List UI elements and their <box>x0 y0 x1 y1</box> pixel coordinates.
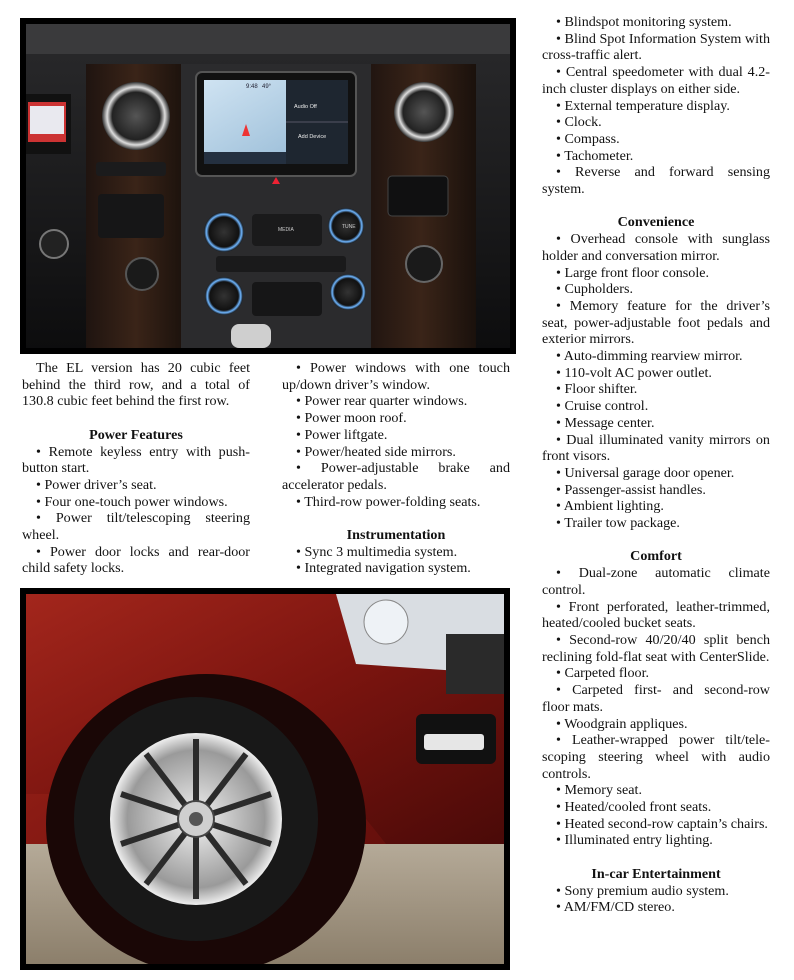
list-item: Passenger-assist handles. <box>542 482 770 499</box>
list-item: Auto-dimming rearview mirror. <box>542 348 770 365</box>
list-item: AM/FM/CD stereo. <box>542 899 770 916</box>
list-item: Power rear quarter windows. <box>282 393 510 410</box>
list-item: Overhead console with sunglass holder an… <box>542 231 770 264</box>
list-item: Dual-zone automatic climate control. <box>542 565 770 598</box>
list-item: Leather-wrapped power tilt/tele-scoping … <box>542 732 770 782</box>
list-item: Power driver’s seat. <box>22 477 250 494</box>
list-item: Sync 3 multimedia system. <box>282 544 510 561</box>
middle-column: Power windows with one touch up/down dri… <box>282 360 510 577</box>
list-item: Second-row 40/20/40 split bench reclinin… <box>542 632 770 665</box>
list-item: Sony premium audio system. <box>542 883 770 900</box>
list-item: Dual illuminated vanity mirrors on front… <box>542 432 770 465</box>
convenience-heading: Convenience <box>617 214 695 231</box>
list-item: External temperature display. <box>542 98 770 115</box>
list-item: Power door locks and rear-door child saf… <box>22 544 250 577</box>
screen-time: 9:48 <box>246 84 258 90</box>
right-column: Blindspot monitoring system. Blind Spot … <box>542 14 770 916</box>
list-item: Cupholders. <box>542 281 770 298</box>
power-features-heading: Power Features <box>89 426 183 443</box>
list-item: Power-adjustable brake and accelerator p… <box>282 460 510 493</box>
list-item: Blind Spot Information System with cross… <box>542 31 770 64</box>
wheel-photo <box>20 588 510 970</box>
comfort-heading: Comfort <box>630 548 682 565</box>
entertainment-heading: In-car Entertainment <box>591 865 721 882</box>
list-item: Message center. <box>542 415 770 432</box>
list-item: Power windows with one touch up/down dri… <box>282 360 510 393</box>
list-item: Blindspot monitoring system. <box>542 14 770 31</box>
screen-temp: 49° <box>262 84 272 90</box>
list-item: Large front floor console. <box>542 265 770 282</box>
list-item: Clock. <box>542 114 770 131</box>
list-item: Compass. <box>542 131 770 148</box>
list-item: Front perforated, leather-trimmed, heate… <box>542 599 770 632</box>
list-item: Floor shifter. <box>542 381 770 398</box>
list-item: Remote keyless entry with push-button st… <box>22 444 250 477</box>
list-item: Integrated navigation system. <box>282 560 510 577</box>
list-item: Carpeted floor. <box>542 665 770 682</box>
list-item: Trailer tow package. <box>542 515 770 532</box>
list-item: Heated/cooled front seats. <box>542 799 770 816</box>
list-item: 110-volt AC power outlet. <box>542 365 770 382</box>
list-item: Reverse and forward sensing system. <box>542 164 770 197</box>
list-item: Memory seat. <box>542 782 770 799</box>
list-item: Woodgrain appliques. <box>542 716 770 733</box>
list-item: Power liftgate. <box>282 427 510 444</box>
list-item: Ambient lighting. <box>542 498 770 515</box>
screen-audio: Audio Off <box>294 104 317 110</box>
list-item: Carpeted first- and second-row floor mat… <box>542 682 770 715</box>
screen-device: Add Device <box>298 134 326 140</box>
list-item: Tachometer. <box>542 148 770 165</box>
list-item: Third-row power-folding seats. <box>282 494 510 511</box>
list-item: Universal garage door opener. <box>542 465 770 482</box>
list-item: Power moon roof. <box>282 410 510 427</box>
intro-text: The EL version has 20 cubic feet behind … <box>22 360 250 410</box>
list-item: Illuminated entry lighting. <box>542 832 770 849</box>
media-label: MEDIA <box>278 227 295 233</box>
list-item: Heated second-row captain’s chairs. <box>542 816 770 833</box>
list-item: Power tilt/telescoping steering wheel. <box>22 510 250 543</box>
list-item: Cruise control. <box>542 398 770 415</box>
list-item: Four one-touch power windows. <box>22 494 250 511</box>
list-item: Memory feature for the driver’s seat, po… <box>542 298 770 348</box>
left-column: The EL version has 20 cubic feet behind … <box>22 360 250 577</box>
tune-label: TUNE <box>342 224 356 230</box>
instrumentation-heading: Instrumentation <box>346 527 446 544</box>
list-item: Power/heated side mirrors. <box>282 444 510 461</box>
list-item: Central speedometer with dual 4.2-inch c… <box>542 64 770 97</box>
dashboard-photo: 9:48 49° Audio Off Add Device MEDIA TUNE <box>20 18 516 354</box>
